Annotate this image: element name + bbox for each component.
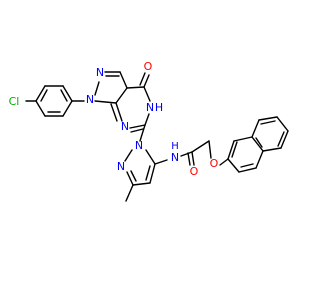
atom-nitrogen-n5: N (146, 101, 154, 114)
bond-double-inner (240, 163, 254, 168)
bond (255, 150, 264, 169)
bond (132, 182, 151, 186)
bond (62, 100, 73, 117)
bond (251, 136, 264, 152)
bond (126, 171, 134, 186)
bond (262, 147, 282, 152)
bond (219, 158, 229, 166)
atom-nitrogen-n2: N (96, 66, 104, 79)
bond (94, 81, 100, 96)
atom-labels: Cl N N N N H O N N H N O O (9, 60, 219, 178)
molecule-structure-diagram: Cl N N N N H O N N H N O O (9, 60, 289, 202)
bond (258, 116, 278, 121)
bond (280, 130, 289, 149)
bond (238, 167, 257, 173)
atom-nitrogen-n7: N (121, 120, 129, 133)
bond (115, 87, 128, 104)
bond-double (139, 72, 146, 86)
atom-nitrogen-pyrazole-1: N (135, 139, 143, 152)
bond (35, 100, 46, 117)
bond (227, 158, 240, 173)
bond-double-inner (277, 131, 285, 147)
bond (208, 140, 212, 159)
bond (180, 151, 193, 157)
atom-hydrogen-amide: H (171, 141, 179, 152)
atom-nitrogen-amide: N (171, 151, 179, 164)
bond (144, 113, 150, 126)
bond-double-inner (231, 141, 238, 158)
atom-nitrogen-n1: N (86, 93, 94, 106)
bond (227, 140, 235, 160)
bond (94, 100, 117, 104)
atom-oxygen-amide: O (190, 165, 199, 178)
bond (276, 116, 289, 132)
bond (191, 140, 210, 153)
bond-double-inner (255, 137, 263, 148)
bond-double-inner (110, 103, 118, 122)
bond (154, 159, 168, 165)
bond-double-inner (40, 89, 48, 102)
bond (149, 163, 156, 184)
bond (119, 71, 128, 89)
bond-double-inner (60, 89, 68, 102)
bond-double-inner (260, 120, 276, 125)
bond-double (187, 152, 191, 166)
atom-oxygen-ether: O (210, 157, 219, 170)
bond (124, 149, 133, 162)
bond (115, 102, 123, 122)
bond (191, 151, 195, 166)
bond (139, 124, 146, 142)
bond (35, 85, 46, 102)
bond (145, 149, 156, 165)
bond (126, 86, 145, 89)
bond (125, 184, 134, 202)
bond-double-inner (130, 128, 144, 133)
bond (233, 136, 253, 142)
atom-oxygen-carbonyl: O (144, 60, 153, 73)
atom-nitrogen-pyrazole-2: N (117, 160, 125, 173)
atom-chlorine: Cl (9, 95, 20, 108)
bond-double-inner (130, 170, 137, 182)
bond-lines (25, 71, 289, 202)
bond (251, 119, 260, 138)
bond (62, 85, 73, 102)
bond (129, 124, 146, 129)
bond (143, 86, 151, 102)
bond (143, 74, 150, 88)
bond-double-inner (145, 165, 151, 181)
atom-hydrogen-n5: H (155, 101, 163, 114)
